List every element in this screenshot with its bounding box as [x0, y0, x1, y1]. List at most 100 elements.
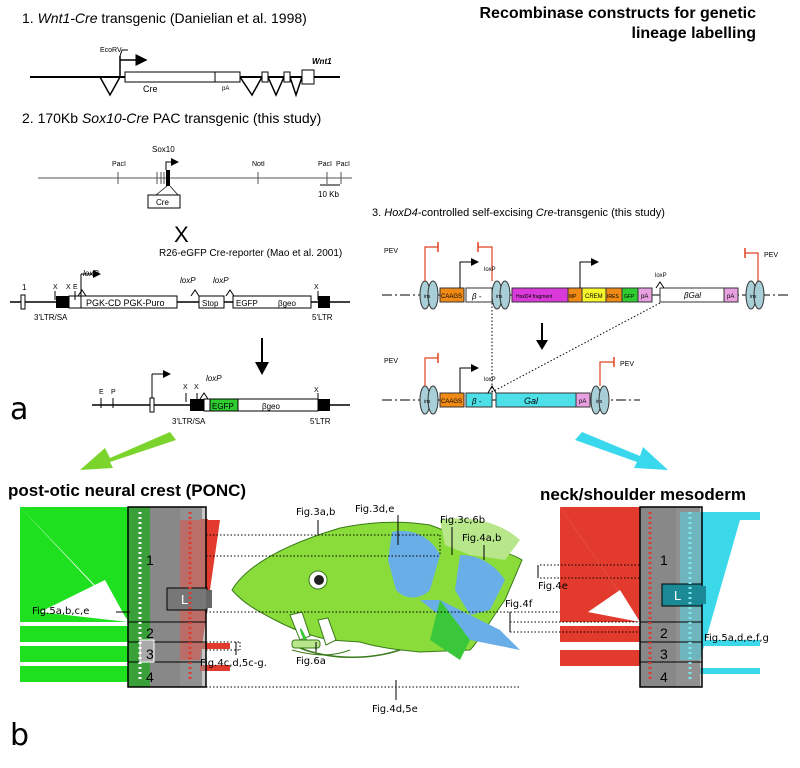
- rec-ltr3-label: 3'LTR/SA: [172, 417, 206, 426]
- construct2-diagram: PacI Sox10 NotI PacI PacI 10 Kb Cre: [38, 145, 352, 209]
- ponc-l-label: L: [181, 592, 188, 607]
- fig-label-4c: Fig.4c,d,5c-g.: [200, 658, 267, 669]
- beta-label: β -: [471, 292, 482, 301]
- pgk-label: PGK-CD PGK-Puro: [86, 298, 165, 308]
- pa-label: pA: [222, 86, 229, 92]
- ins-label-2: ins: [496, 294, 503, 300]
- green-arrow: [80, 432, 176, 470]
- heading-rest: transgenic (Danielian et al. 1998): [101, 10, 307, 26]
- stop-label: Stop: [202, 299, 219, 308]
- panel-letter-a: a: [10, 392, 29, 427]
- title-line-2: lineage labelling: [631, 25, 756, 42]
- rec-p-label: P: [111, 389, 116, 396]
- loxp-c3-label: loxP: [484, 267, 496, 273]
- heading-prefix: 2. 170Kb: [22, 110, 79, 126]
- rec-x1-label: X: [183, 384, 188, 391]
- fig-label-3ab: Fig.3a,b: [296, 507, 335, 518]
- loxp-label-3: loxP: [213, 276, 229, 285]
- mp-label: MP: [569, 294, 577, 300]
- exon1-label: 1: [22, 283, 27, 292]
- x3-label: X: [314, 284, 319, 291]
- meso-l-label: L: [674, 588, 681, 603]
- heading-number: 1.: [22, 10, 34, 26]
- cre-label: Cre: [143, 84, 158, 94]
- fig-label-3c6b: Fig.3c,6b: [440, 515, 485, 526]
- noti-label: NotI: [252, 161, 265, 168]
- ponc-seg-3: 3: [146, 646, 154, 662]
- construct3-recombined: PEV PEV ins ins CAAGS β - loxP Gal pA: [382, 353, 640, 415]
- ponc-block: 1 2 3 4 L: [20, 506, 230, 688]
- ires-label: IRES: [607, 294, 619, 300]
- mesoderm-block: 1 2 3 4 L: [560, 506, 760, 688]
- heading-gene-2: Cre: [535, 207, 554, 219]
- title-line-1: Recombinase constructs for genetic: [479, 5, 756, 22]
- sox10-label: Sox10: [152, 145, 175, 154]
- bgal-label: βGal: [683, 291, 701, 300]
- ins-label-1: ins: [424, 294, 431, 300]
- meso-seg-4: 4: [660, 669, 668, 685]
- construct1-diagram: EcoRV Cre pA Wnt1: [30, 47, 340, 98]
- ecorv-label: EcoRV: [100, 47, 122, 54]
- ltr5-label: 5'LTR: [312, 313, 333, 322]
- cyan-arrow: [575, 432, 668, 470]
- rec-bgeo-label: βgeo: [262, 402, 281, 411]
- meso-seg-3: 3: [660, 646, 668, 662]
- fig-label-6a: Fig.6a: [296, 656, 326, 667]
- rec-x3-label: X: [314, 387, 319, 394]
- hoxd4-label: HoxD4 fragment: [516, 294, 553, 300]
- pev-label-3: PEV: [384, 358, 398, 365]
- reporter-diagram: 1 X X E loxP loxP loxP PGK-CD PGK-Puro S…: [10, 269, 350, 322]
- heading-mid: -controlled self-excising: [417, 207, 533, 219]
- e-label: E: [73, 284, 78, 291]
- scale-label: 10 Kb: [318, 190, 339, 199]
- rec-loxp-label: loxP: [206, 374, 222, 383]
- mesoderm-title: neck/shoulder mesoderm: [540, 485, 746, 504]
- heading-gene: Sox10-Cre: [81, 110, 149, 126]
- construct3-diagram: PEV PEV ins ins ins CAAGS β - loxP loxP …: [382, 242, 790, 398]
- x1-label: X: [53, 284, 58, 291]
- caags-label-2: CAAGS: [441, 399, 462, 405]
- pa-c3-label: pA: [641, 294, 648, 300]
- ponc-seg-2: 2: [146, 625, 154, 641]
- fig-label-5abce: Fig.5a,b,c,e: [32, 606, 89, 617]
- fig-label-4d5e: Fig.4d,5e: [372, 704, 418, 715]
- fig-label-3de: Fig.3d,e: [355, 504, 394, 515]
- loxp-rec-label: loxP: [484, 377, 496, 383]
- ponc-title: post-otic neural crest (PONC): [8, 481, 247, 500]
- heading-gene: Wnt1-Cre: [37, 10, 98, 26]
- beta-label-2: β -: [471, 397, 482, 406]
- fig-label-4ab: Fig.4a,b: [462, 533, 501, 544]
- cross-symbol: X: [174, 222, 189, 247]
- pa-c3-label-2: pA: [727, 294, 734, 300]
- recombined-diagram: E P X X loxP EGFP βgeo X 3'LTR/SA 5'LTR: [92, 370, 350, 426]
- paci-label-1: PacI: [112, 161, 126, 168]
- pev-label-2: PEV: [764, 252, 778, 259]
- connector-lines: [206, 534, 640, 688]
- loxp-c3-label-2: loxP: [655, 273, 667, 279]
- pa-rec-label: pA: [579, 399, 586, 405]
- wnt1-label: Wnt1: [312, 57, 332, 66]
- pev-label-4: PEV: [620, 361, 634, 368]
- ins-label-3: ins: [750, 294, 757, 300]
- ponc-seg-4: 4: [146, 669, 154, 685]
- fig-label-4e: Fig.4e: [538, 581, 568, 592]
- gal-label: Gal: [524, 396, 539, 406]
- fig-ticks: [116, 515, 539, 700]
- rec-e-label: E: [99, 389, 104, 396]
- fig-labels: Fig.3a,b Fig.3d,e Fig.3c,6b Fig.4a,b Fig…: [32, 504, 769, 715]
- rec-ltr5-label: 5'LTR: [310, 417, 331, 426]
- heading-rest: -transgenic (this study): [553, 207, 665, 219]
- egfp-label: EGFP: [236, 299, 258, 308]
- panel-letter-b: b: [10, 718, 30, 753]
- ponc-seg-1: 1: [146, 552, 154, 568]
- skull-illustration: [231, 518, 523, 660]
- cre-box-label: Cre: [156, 198, 169, 207]
- pev-label-1: PEV: [384, 248, 398, 255]
- figure-title: Recombinase constructs for genetic linea…: [479, 4, 756, 44]
- construct3-heading: 3. HoxD4-controlled self-excising Cre-tr…: [372, 207, 665, 219]
- heading-number: 3.: [372, 207, 382, 219]
- fig-label-4f: Fig.4f: [505, 599, 533, 610]
- ins-label-5: ins: [596, 399, 603, 405]
- ins-label-4: ins: [424, 399, 431, 405]
